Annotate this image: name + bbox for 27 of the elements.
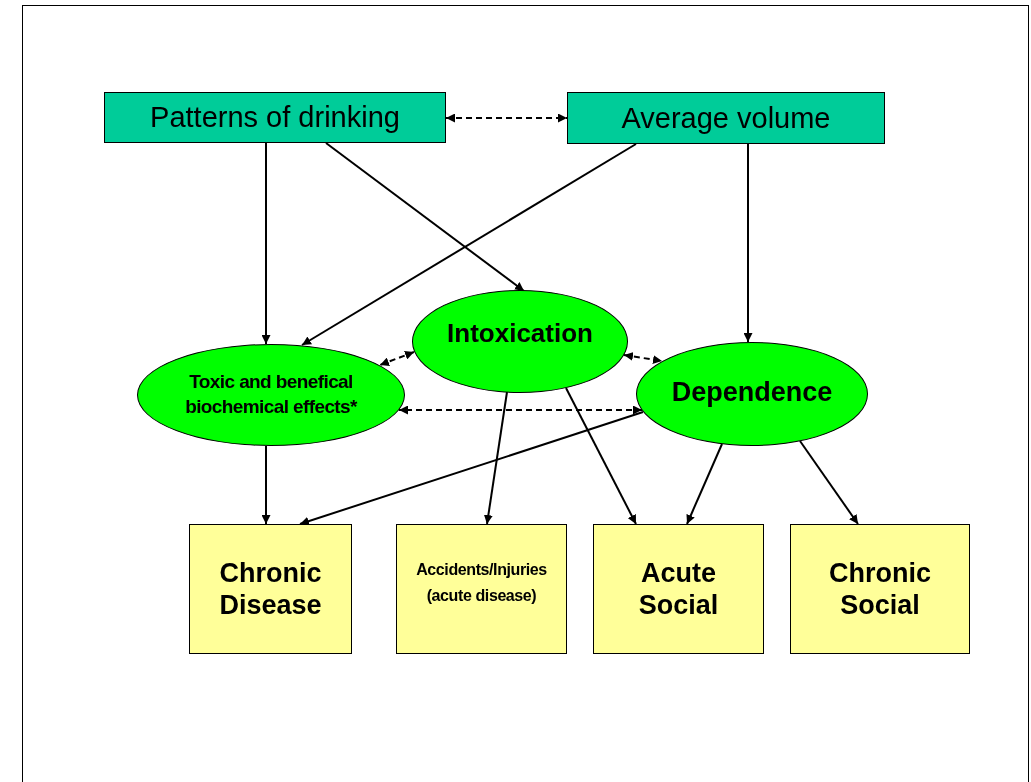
node-label: Patterns of drinking (150, 100, 400, 135)
outcome-box (396, 524, 567, 654)
arrow (261, 445, 271, 525)
node-label: Acute Social (637, 556, 720, 622)
outcome-box (189, 524, 352, 654)
arrow (483, 391, 508, 525)
node-label: Toxic and benefical biochemical effects* (184, 370, 358, 419)
arrow (325, 142, 525, 292)
node-label: Chronic Social (828, 556, 932, 622)
node-label: Chronic Disease (218, 556, 323, 622)
outcome-box (790, 524, 970, 654)
arrow (565, 387, 637, 525)
arrow (299, 411, 644, 526)
dashed-arrow (398, 405, 643, 415)
outcome-box (593, 524, 764, 654)
arrow (301, 143, 637, 346)
dashed-arrow (379, 351, 415, 366)
arrow (261, 142, 271, 345)
dashed-arrow (445, 113, 568, 123)
arrow (743, 143, 753, 343)
node-label: Dependence (671, 375, 833, 409)
process-box (104, 92, 446, 143)
process-box (567, 92, 885, 144)
node-label: Intoxication (447, 317, 593, 350)
arrow (799, 440, 859, 525)
node-label: Average volume (621, 100, 831, 136)
node-label: Accidents/Injuries (acute disease) (415, 560, 548, 606)
